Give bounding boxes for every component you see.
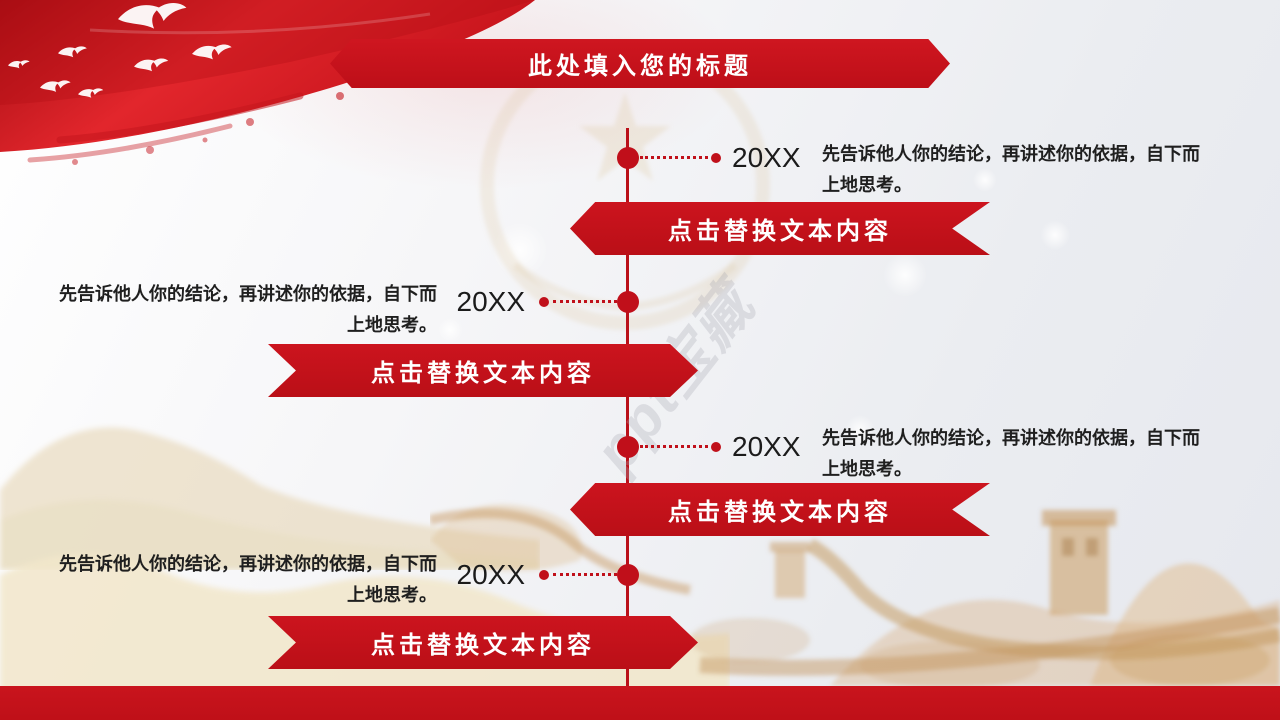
timeline-dot [617, 147, 639, 169]
connector-dotted-line [553, 573, 617, 576]
item-description[interactable]: 先告诉他人你的结论，再讲述你的依据，自下而上地思考。 [59, 554, 437, 605]
banner-label: 点击替换文本内容 [668, 499, 892, 526]
emblem-star [579, 92, 671, 181]
connector-end-dot [539, 297, 549, 307]
watchtower [1050, 520, 1108, 615]
bokeh-dot [845, 415, 875, 445]
connector-dotted-line [553, 300, 617, 303]
connector-dotted-line [640, 156, 708, 159]
connector-dotted-line [640, 445, 708, 448]
page-title: 此处填入您的标题 [528, 53, 752, 80]
replace-text-banner[interactable]: 点击替换文本内容 [268, 616, 698, 669]
item-description[interactable]: 先告诉他人你的结论，再讲述你的依据，自下而上地思考。 [822, 428, 1200, 479]
mountain-silhouette [0, 427, 540, 570]
item-description[interactable]: 先告诉他人你的结论，再讲述你的依据，自下而上地思考。 [59, 284, 437, 335]
bokeh-dot [883, 253, 927, 297]
year-label[interactable]: 20XX [732, 431, 801, 462]
banner-label: 点击替换文本内容 [371, 632, 595, 659]
timeline-dot [617, 291, 639, 313]
replace-text-banner[interactable]: 点击替换文本内容 [268, 344, 698, 397]
red-brush-stroke [0, 0, 535, 165]
footer-bar [0, 686, 1280, 720]
connector-end-dot [711, 442, 721, 452]
year-label[interactable]: 20XX [456, 559, 526, 590]
banner-label: 点击替换文本内容 [371, 360, 595, 387]
dove-icon [8, 2, 232, 98]
banner-label: 点击替换文本内容 [668, 218, 892, 245]
year-label[interactable]: 20XX [456, 286, 526, 317]
year-label[interactable]: 20XX [732, 142, 801, 173]
replace-text-banner[interactable]: 点击替换文本内容 [570, 202, 990, 255]
bokeh-dot [437, 317, 463, 343]
bokeh-dot [1040, 220, 1070, 250]
timeline-dot [617, 436, 639, 458]
replace-text-banner[interactable]: 点击替换文本内容 [570, 483, 990, 536]
connector-end-dot [711, 153, 721, 163]
item-description[interactable]: 先告诉他人你的结论，再讲述你的依据，自下而上地思考。 [822, 144, 1200, 195]
great-wall-graphic [430, 504, 1280, 686]
connector-end-dot [539, 570, 549, 580]
timeline-dot [617, 564, 639, 586]
timeline-line [626, 128, 629, 686]
bokeh-dot [973, 168, 997, 192]
title-banner[interactable]: 此处填入您的标题 [330, 39, 950, 88]
